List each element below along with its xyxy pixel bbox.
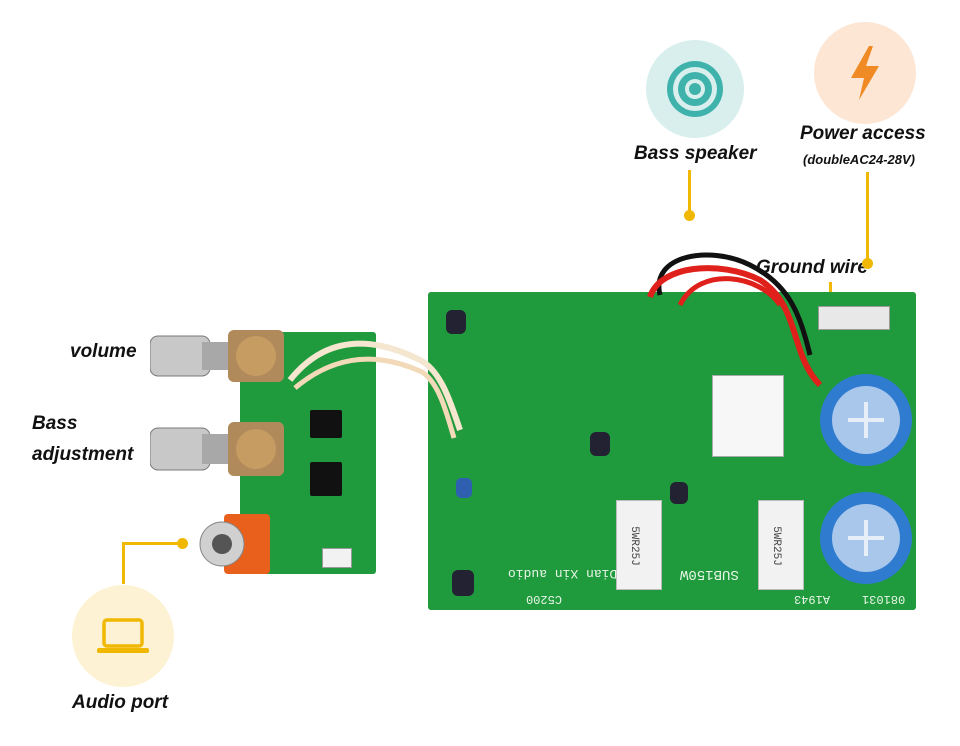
volume-label: volume (70, 341, 137, 362)
board-text-a1943: A1943 (794, 592, 831, 606)
power-icon-circle (814, 22, 916, 124)
component-capacitor-a (446, 310, 466, 334)
board-text-resistor-1: 5WR25J (627, 526, 640, 566)
laptop-icon (97, 618, 149, 653)
ground-wire-label: Ground wire (756, 257, 868, 278)
component-capacitor-b (590, 432, 610, 456)
component-capacitor-d (670, 482, 688, 504)
control-board-connector (322, 548, 352, 568)
control-board-ic-1 (310, 410, 342, 438)
component-capacitor-c (452, 570, 474, 596)
power-leader-line (866, 172, 869, 262)
bass-speaker-leader-dot (684, 210, 695, 221)
board-text-c5200: C5200 (526, 592, 563, 606)
bass-adjustment-label-line2: adjustment (32, 444, 134, 465)
board-text-sub: SUB150W (680, 566, 739, 582)
bass-speaker-leader-line (688, 170, 691, 214)
lightning-bolt-icon (851, 46, 879, 100)
power-resistor-2 (758, 500, 804, 590)
power-terminal (818, 306, 890, 330)
rca-audio-jack (199, 514, 270, 574)
bass-speaker-label: Bass speaker (634, 143, 757, 164)
audio-port-leader-dot (177, 538, 188, 549)
capacitor-top (820, 374, 912, 466)
ribbon-cable (287, 340, 463, 439)
bass-speaker-icon-circle (646, 40, 744, 138)
volume-knob (150, 330, 284, 382)
power-access-label: Power access (800, 123, 926, 144)
speaker-wires (647, 252, 823, 388)
board-text-code: 081031 (862, 592, 906, 606)
power-leader-dot (862, 258, 873, 269)
bass-adjustment-label-line1: Bass (32, 413, 78, 434)
power-access-sub-label: (doubleAC24-28V) (803, 152, 915, 167)
board-text-brand: Dian Xin audio (508, 566, 618, 581)
audio-port-leader-hline (122, 542, 182, 545)
audio-port-label: Audio port (72, 692, 169, 713)
audio-port-icon-circle (72, 585, 174, 687)
audio-port-leader-vline (122, 542, 125, 584)
component-capacitor-e (456, 478, 472, 498)
control-board-ic-2 (310, 462, 342, 496)
relay (712, 375, 784, 457)
speaker-icon (667, 61, 723, 117)
bass-adjustment-knob (150, 422, 284, 476)
power-resistor-1 (616, 500, 662, 590)
board-text-resistor-2: 5WR25J (769, 526, 782, 566)
capacitor-bottom (820, 492, 912, 584)
